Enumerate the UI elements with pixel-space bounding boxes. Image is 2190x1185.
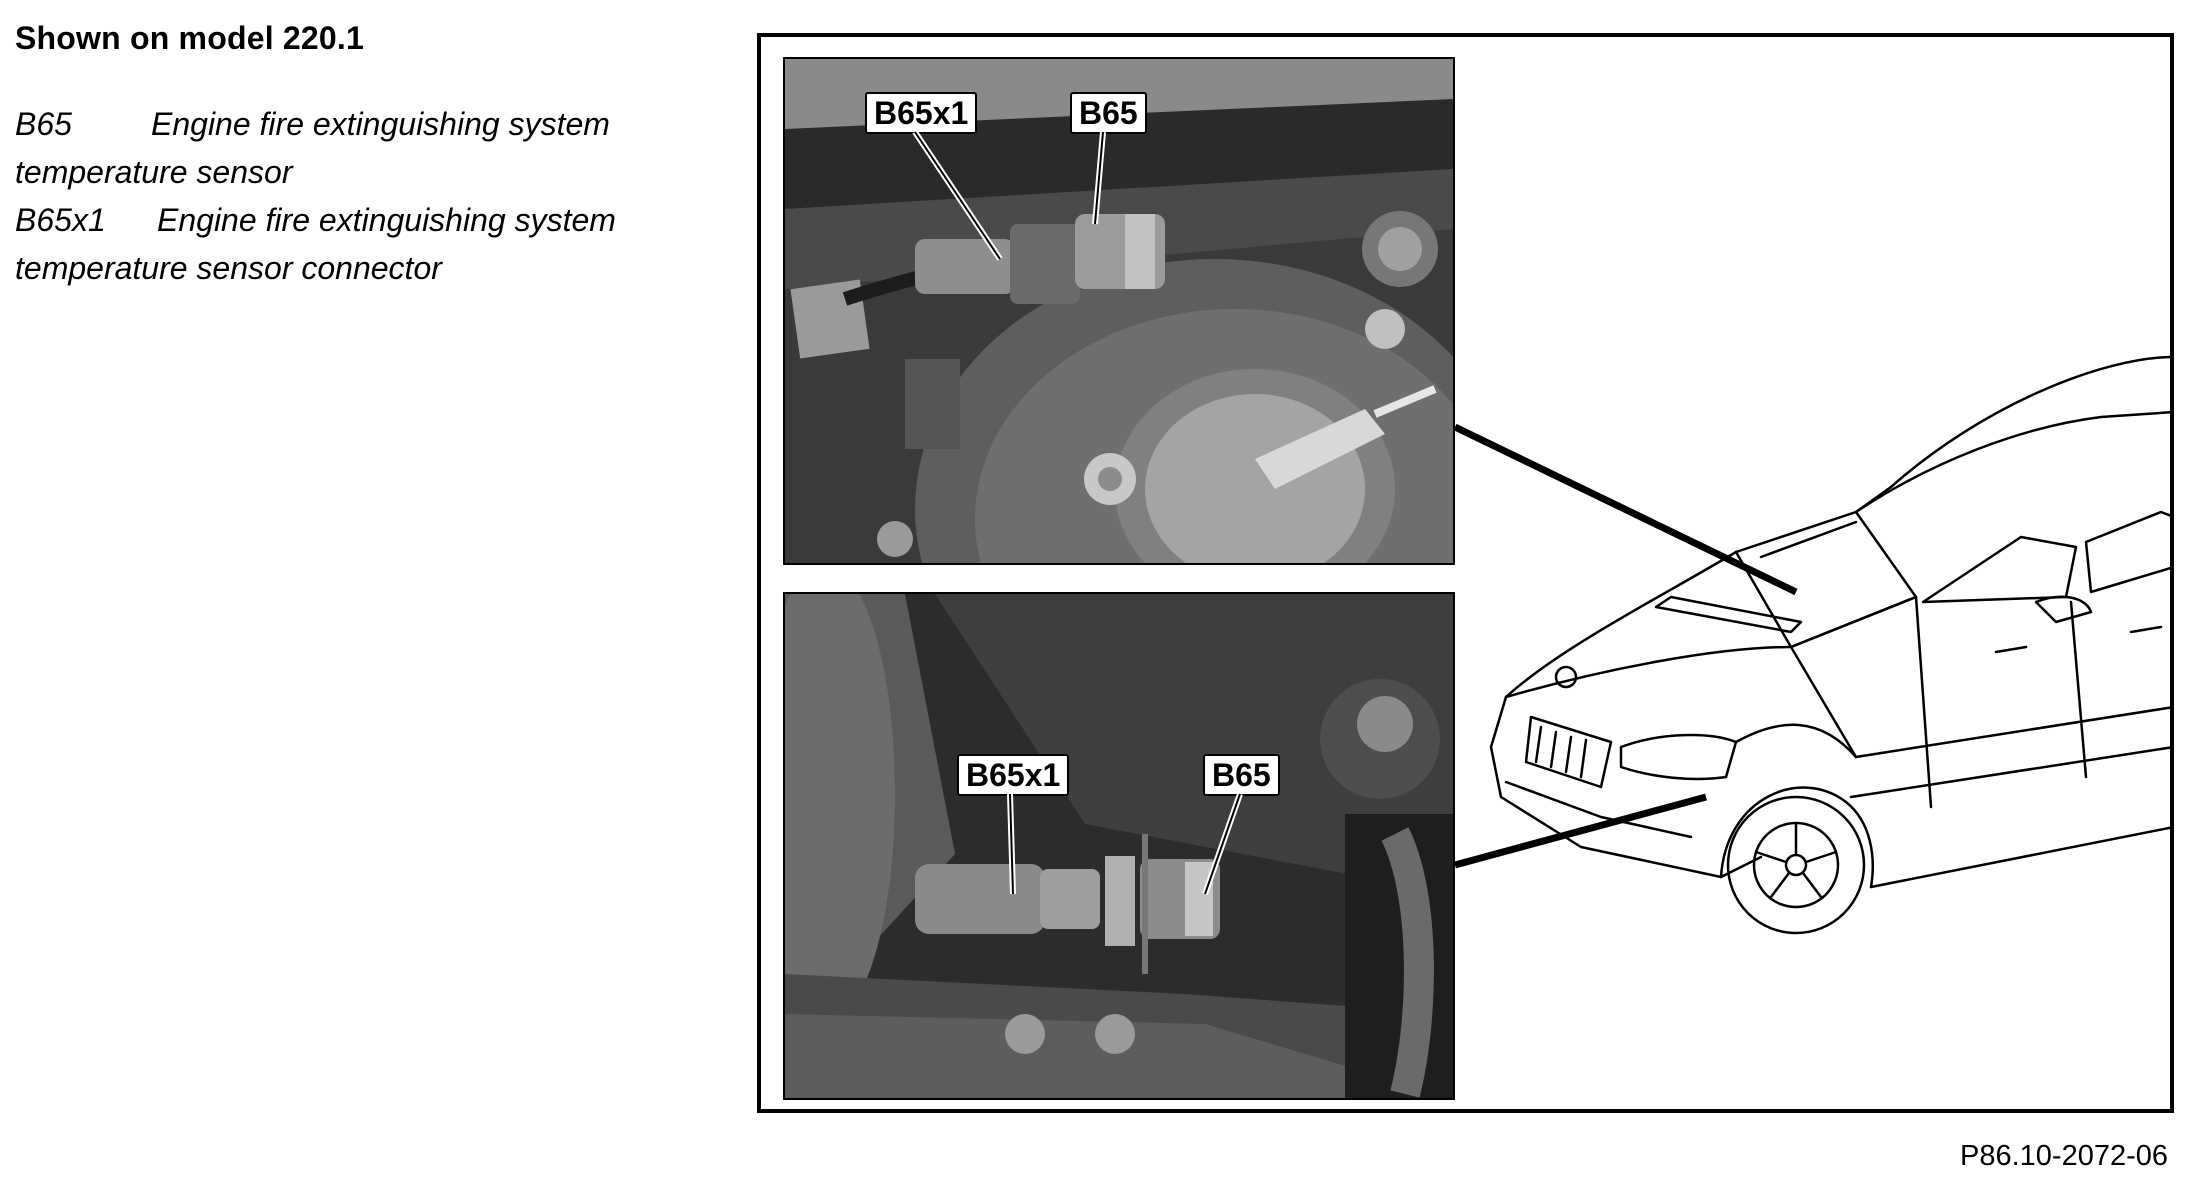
callout-b65x1: B65x1 [865, 92, 978, 134]
legend-code: B65 [15, 106, 72, 142]
engine-photo-top-image [785, 59, 1453, 563]
callout-b65: B65 [1070, 92, 1147, 134]
legend-code: B65x1 [15, 202, 106, 238]
car-drawing-svg [1489, 355, 2176, 935]
engine-photo-top: B65x1 B65 [783, 57, 1455, 565]
sedan-line-drawing-icon [1461, 237, 2176, 957]
callout-leader-lines-bottom [1007, 793, 1243, 895]
legend-description: Engine fire extinguishing system tempera… [15, 202, 616, 286]
engine-photo-bottom-image [785, 594, 1453, 1098]
callout-b65x1-bottom: B65x1 [957, 754, 1070, 796]
engine-photo-bottom: B65x1 B65 [783, 592, 1455, 1100]
figure-frame: B65x1 B65 [757, 33, 2176, 1113]
page-heading: Shown on model 220.1 [15, 20, 364, 56]
callout-leader-lines [912, 130, 1106, 261]
legend-description: Engine fire extinguishing system tempera… [15, 106, 610, 190]
figure-code: P86.10-2072-06 [1960, 1140, 2168, 1172]
